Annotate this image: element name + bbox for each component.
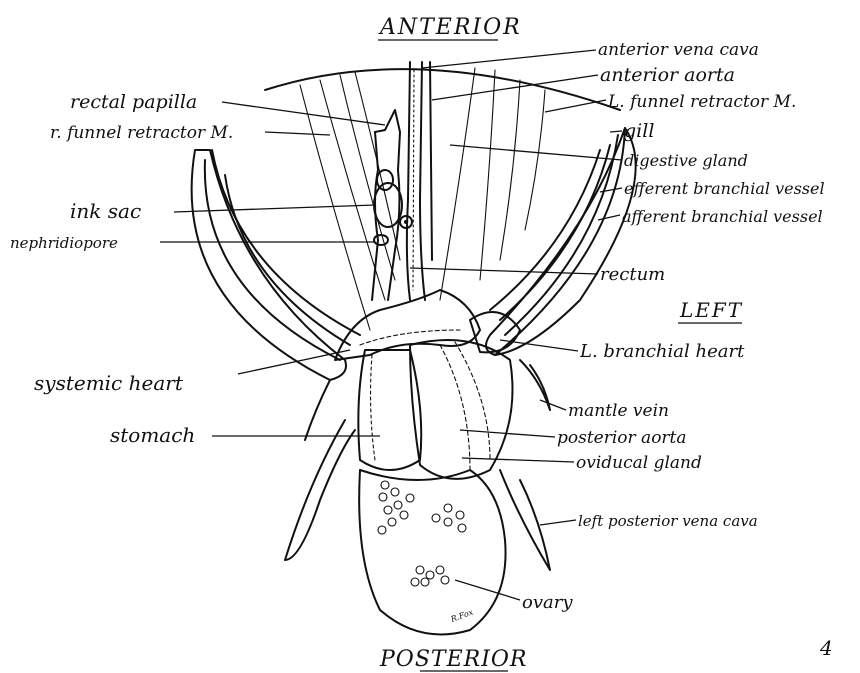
label-stomach: stomach	[110, 423, 195, 447]
label-oviducal-gland: oviducal gland	[576, 453, 702, 473]
orientation-posterior: POSTERIOR	[379, 647, 528, 672]
label-efferent-branchial-vessel: efferent branchial vessel	[624, 179, 825, 198]
artist-signature: R.Fox	[449, 607, 475, 624]
label-rectal-papilla: rectal papilla	[70, 91, 197, 113]
central-vessels	[407, 62, 432, 300]
right-posterior-vena-cava	[285, 420, 355, 560]
l-funnel-retractor-muscle	[440, 68, 545, 300]
oviducal-gland	[410, 340, 513, 479]
stomach	[358, 350, 421, 470]
label-anterior-vena-cava: anterior vena cava	[598, 40, 759, 60]
label-l-funnel-retractor: L. funnel retractor M.	[607, 92, 796, 112]
label-mantle-vein: mantle vein	[568, 401, 669, 421]
label-digestive-gland: digestive gland	[624, 151, 748, 170]
right-gill	[192, 150, 360, 380]
label-l-branchial-heart: L. branchial heart	[579, 341, 745, 362]
label-afferent-branchial-vessel: afferent branchial vessel	[622, 207, 823, 226]
ovary	[359, 470, 505, 635]
label-ink-sac: ink sac	[70, 199, 141, 223]
label-r-funnel-retractor: r. funnel retractor M.	[50, 123, 233, 143]
label-ovary: ovary	[522, 592, 573, 613]
left-gill	[486, 128, 636, 355]
orientation-left: LEFT	[679, 298, 743, 322]
left-posterior-vena-cava	[500, 470, 550, 570]
rectum-and-ink-sac	[372, 110, 412, 300]
label-rectum: rectum	[600, 264, 665, 285]
label-anterior-aorta: anterior aorta	[600, 64, 735, 86]
label-nephridiopore: nephridiopore	[10, 234, 118, 252]
right-mantle-vein	[305, 380, 330, 440]
label-gill: gill	[624, 120, 654, 142]
mantle-outline	[265, 69, 620, 110]
r-funnel-retractor-muscle	[300, 72, 400, 330]
label-posterior-aorta: posterior aorta	[557, 428, 687, 448]
label-systemic-heart: systemic heart	[34, 371, 184, 395]
corner-mark: 4	[819, 636, 833, 660]
label-left-posterior-vena-cava: left posterior vena cava	[578, 512, 758, 530]
orientation-anterior: ANTERIOR	[378, 15, 522, 40]
l-branchial-heart	[470, 312, 520, 352]
